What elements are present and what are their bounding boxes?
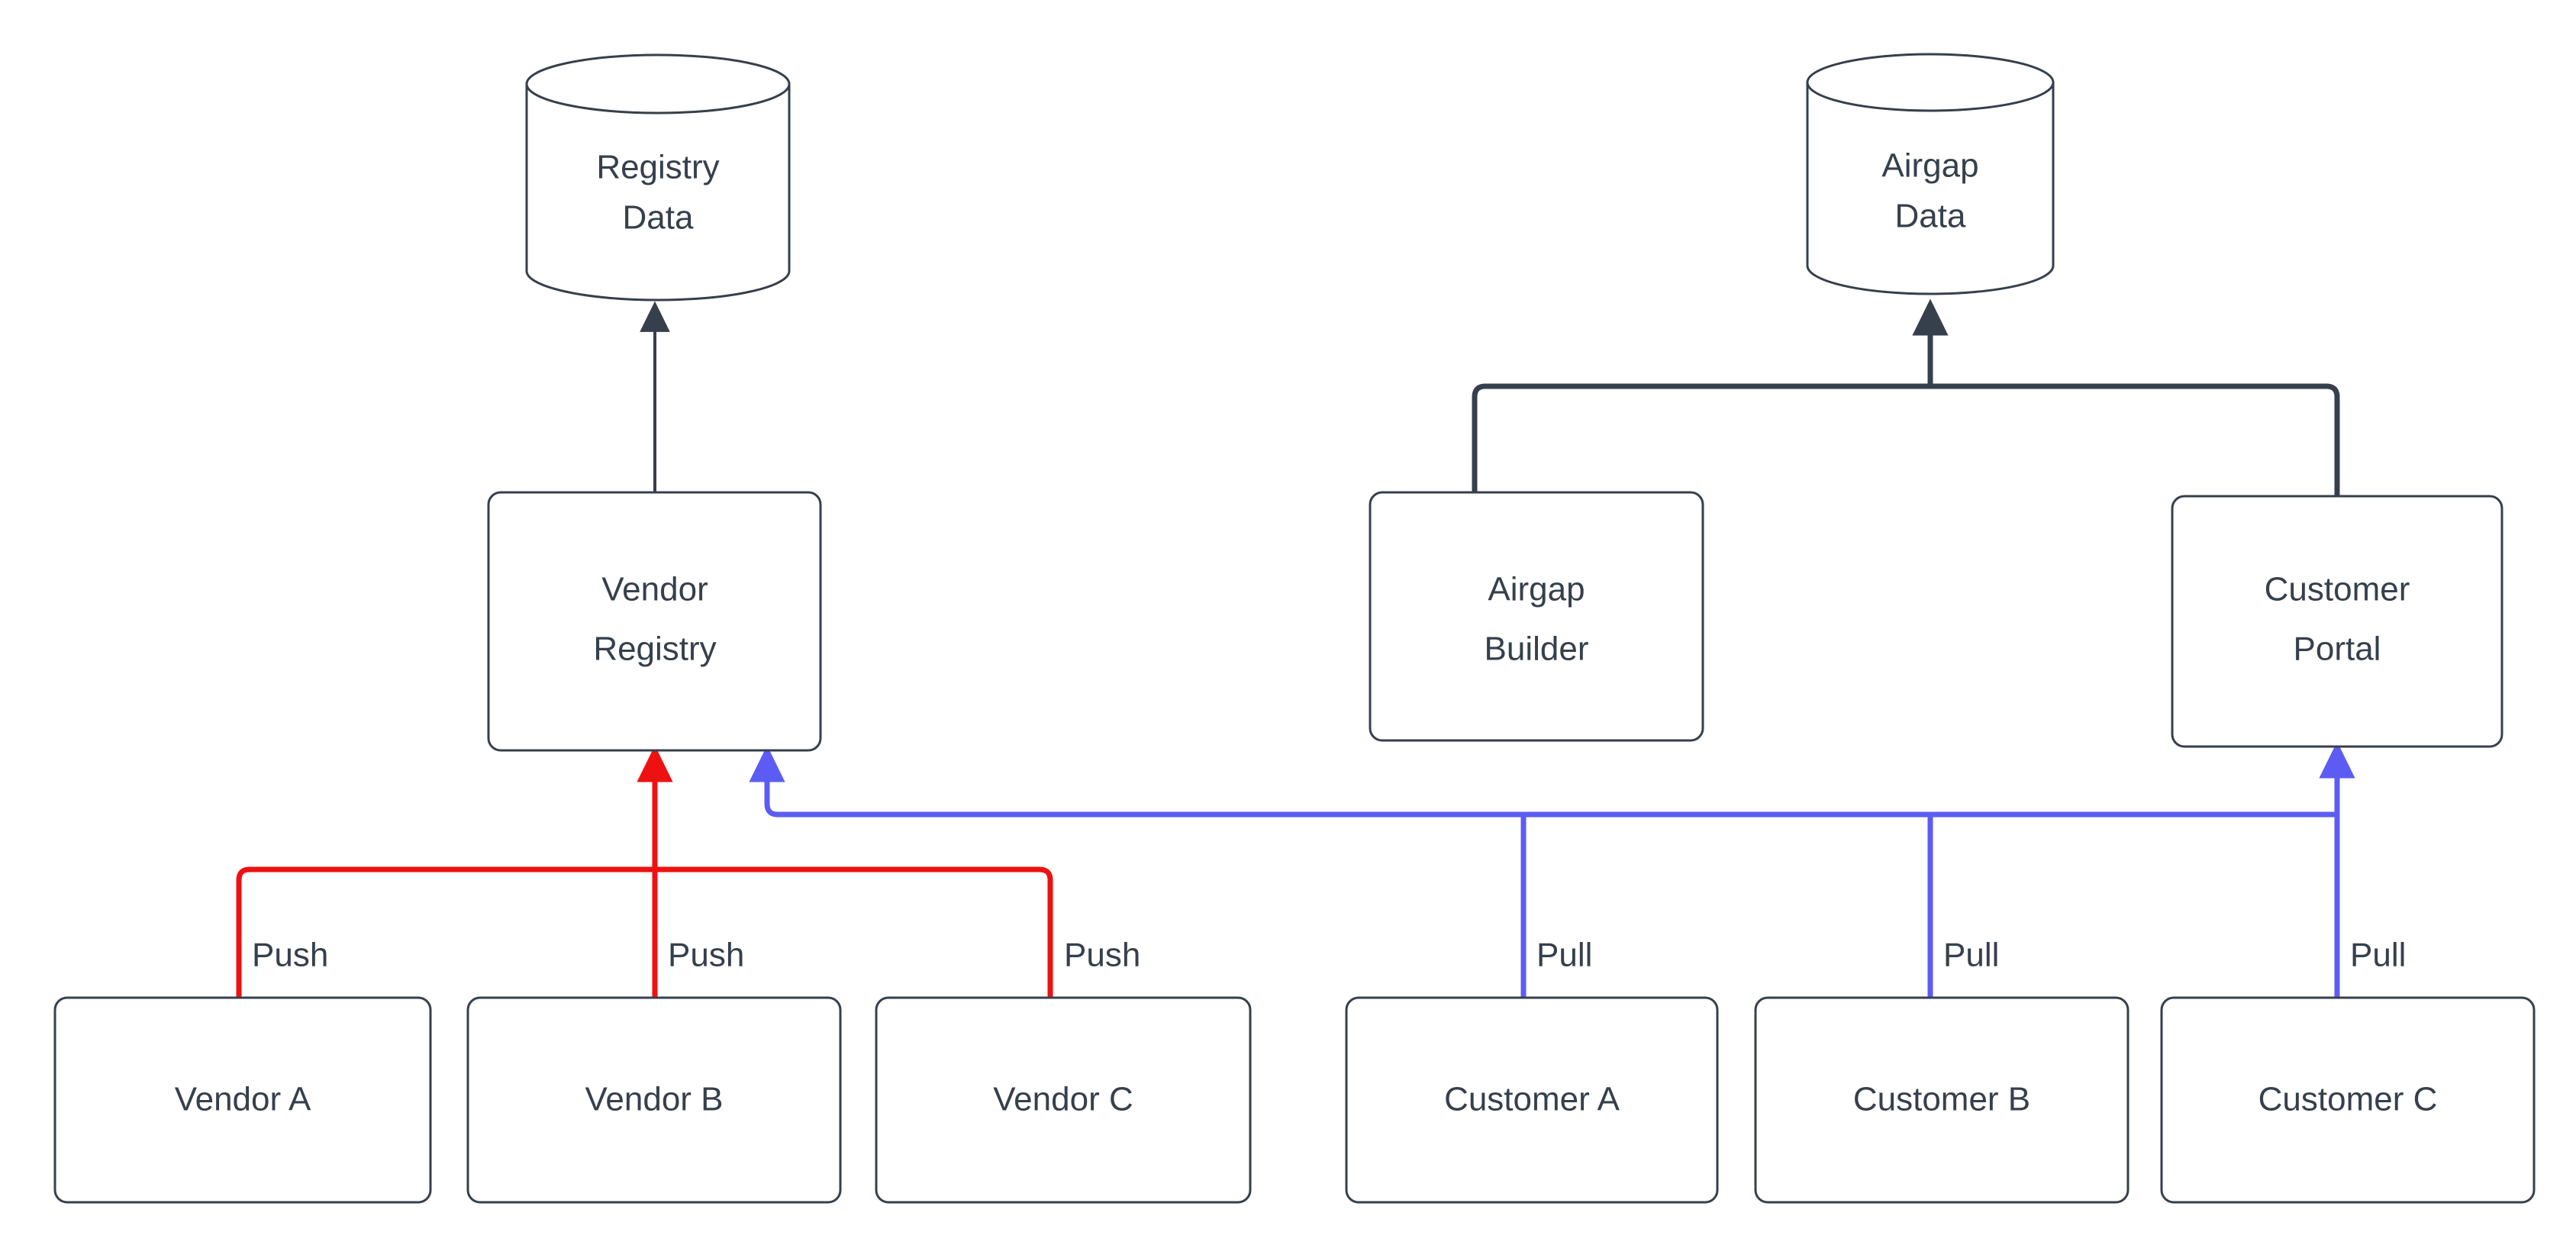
registry-data-store[interactable]: Registry Data: [525, 53, 791, 302]
vendor-a-node[interactable]: Vendor A: [53, 996, 432, 1204]
vendor-registry-label-line1: Vendor: [601, 571, 708, 608]
customer-c-node[interactable]: Customer C: [2160, 996, 2536, 1204]
edge-label-push-vendor-a: Push: [252, 937, 328, 974]
edge-label-pull-customer-b: Pull: [1943, 937, 1999, 974]
registry-data-label-line2: Data: [623, 199, 694, 237]
vendor-b-label: Vendor B: [585, 1081, 723, 1118]
customer-c-label: Customer C: [2258, 1081, 2438, 1118]
edge-vendor-c-push: [655, 866, 1053, 998]
airgap-data-label-line2: Data: [1895, 198, 1966, 235]
edge-label-pull-customer-c: Pull: [2350, 937, 2406, 974]
customer-a-label: Customer A: [1444, 1081, 1620, 1118]
edge-label-push-vendor-b: Push: [668, 937, 744, 974]
vendor-c-label: Vendor C: [993, 1081, 1133, 1118]
vendor-b-node[interactable]: Vendor B: [466, 996, 842, 1204]
edge-vendor-a-push: [236, 866, 655, 998]
airgap-data-store[interactable]: Airgap Data: [1806, 53, 2055, 295]
edge-pull-bus: [764, 750, 2337, 818]
customer-portal-label-line2: Portal: [2294, 631, 2381, 668]
edge-label-pull-customer-a: Pull: [1536, 937, 1592, 974]
vendor-c-node[interactable]: Vendor C: [875, 996, 1252, 1204]
airgap-builder-label-line2: Builder: [1485, 631, 1589, 668]
airgap-data-label-line1: Airgap: [1881, 147, 1978, 185]
edge-airgap-builder-to-airgap-data: [1472, 383, 1930, 492]
vendor-registry-node[interactable]: Vendor Registry: [487, 491, 822, 752]
edge-label-push-vendor-c: Push: [1064, 937, 1140, 974]
edge-customer-portal-to-airgap-data: [1930, 383, 2340, 496]
vendor-registry-label-line2: Registry: [593, 631, 716, 668]
customer-portal-label-line1: Customer: [2265, 571, 2410, 608]
customer-b-label: Customer B: [1853, 1081, 2030, 1118]
customer-a-node[interactable]: Customer A: [1345, 996, 1719, 1204]
customer-portal-node[interactable]: Customer Portal: [2171, 495, 2503, 748]
airgap-builder-node[interactable]: Airgap Builder: [1369, 491, 1704, 742]
vendor-a-label: Vendor A: [175, 1081, 311, 1118]
airgap-builder-label-line1: Airgap: [1488, 571, 1585, 608]
customer-b-node[interactable]: Customer B: [1754, 996, 2129, 1204]
registry-data-label-line1: Registry: [596, 149, 719, 186]
